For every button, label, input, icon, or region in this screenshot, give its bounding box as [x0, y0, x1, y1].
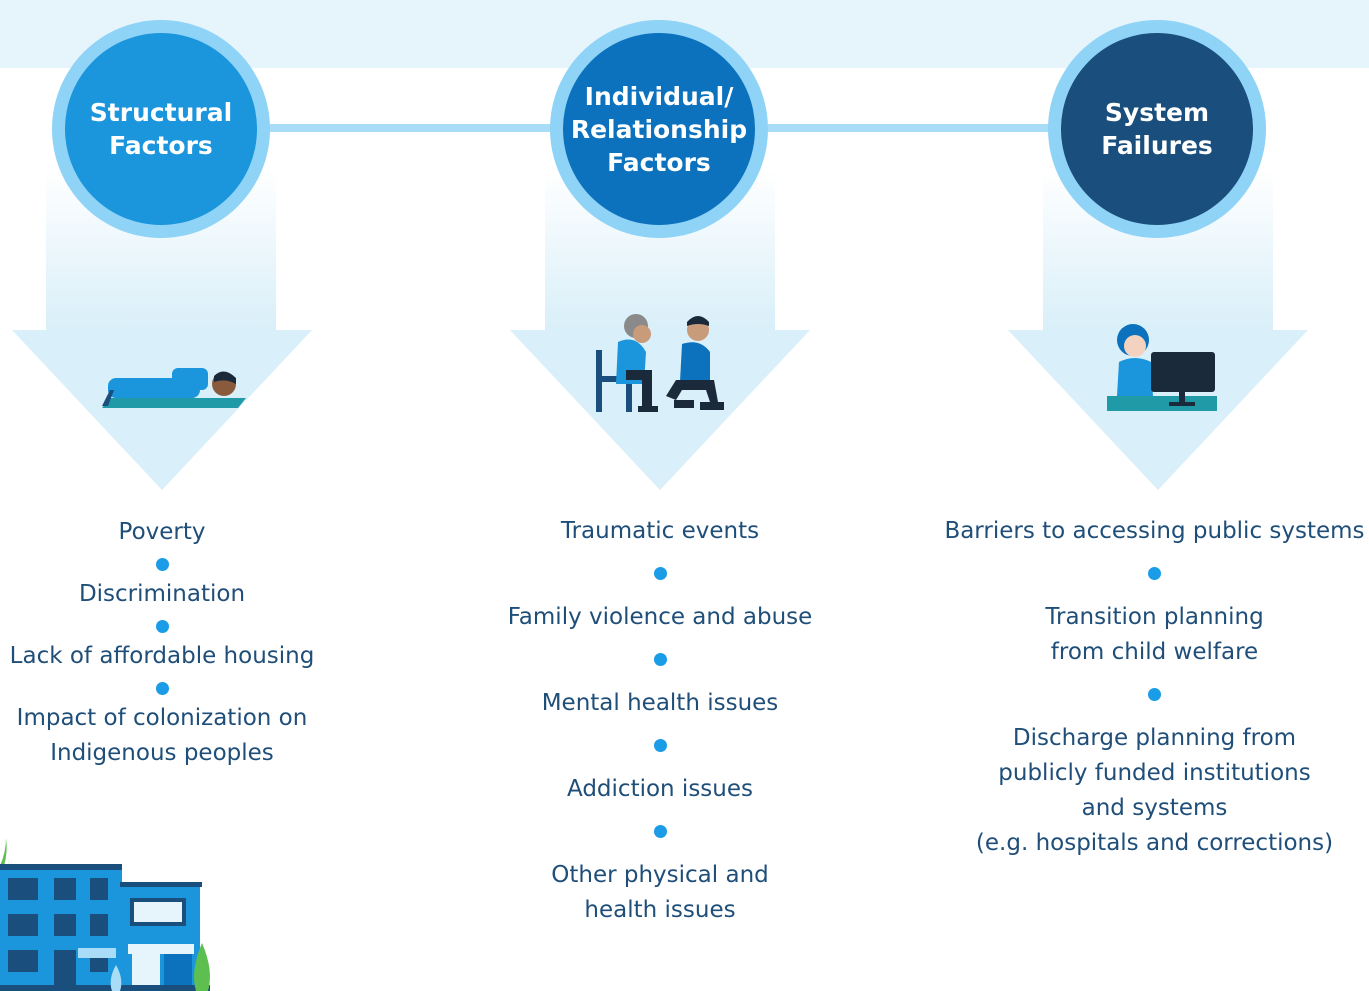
circle-system-failures: System Failures [1048, 20, 1266, 238]
bullet-dot [653, 825, 667, 838]
title-system-failures: System Failures [1061, 33, 1253, 225]
bullet-dot [1148, 567, 1161, 580]
item-poverty: Poverty [118, 519, 206, 545]
column-system-failures: Barriers to accessing public systems Tra… [940, 514, 1369, 861]
column-individual-relationship-factors: Traumatic events Family violence and abu… [475, 514, 845, 928]
column-structural-factors: Poverty Discrimination Lack of affordabl… [2, 515, 322, 771]
bullet-dot [155, 682, 169, 695]
bullet-dot [1148, 688, 1161, 701]
bullet-dot [155, 620, 169, 633]
bullet-dot [155, 558, 169, 571]
circle-individual-relationship-factors: Individual/ Relationship Factors [550, 20, 768, 238]
two-people-talking-icon [596, 314, 724, 412]
bullet-dot [653, 739, 667, 752]
apartment-building-icon [0, 838, 210, 991]
circle-structural-factors: Structural Factors [52, 20, 270, 238]
connector-left [270, 124, 555, 132]
item-traumatic-events: Traumatic events [560, 518, 760, 544]
bullet-dot [653, 653, 667, 666]
title-individual-relationship-factors: Individual/ Relationship Factors [563, 33, 755, 225]
arrow-head-individual [510, 330, 810, 490]
item-other-physical-and-health-issues: Other physical and health issues [551, 862, 769, 923]
item-discharge-planning: Discharge planning from publicly funded … [975, 725, 1334, 856]
item-barriers-to-accessing-public-systems: Barriers to accessing public systems [944, 518, 1365, 544]
item-transition-planning: Transition planning from child welfare [1045, 604, 1264, 665]
item-family-violence-and-abuse: Family violence and abuse [507, 604, 813, 630]
item-lack-of-affordable-housing: Lack of affordable housing [9, 643, 315, 669]
item-impact-of-colonization: Impact of colonization on Indigenous peo… [16, 705, 308, 766]
bullet-dot [653, 567, 667, 580]
item-discrimination: Discrimination [78, 581, 246, 607]
title-structural-factors: Structural Factors [65, 33, 257, 225]
person-lying-down-icon [102, 368, 246, 408]
item-addiction-issues: Addiction issues [567, 776, 753, 802]
arrow-head-structural [12, 330, 312, 490]
connector-right [768, 124, 1053, 132]
item-mental-health-issues: Mental health issues [541, 690, 779, 716]
person-at-computer-icon [1107, 324, 1217, 411]
